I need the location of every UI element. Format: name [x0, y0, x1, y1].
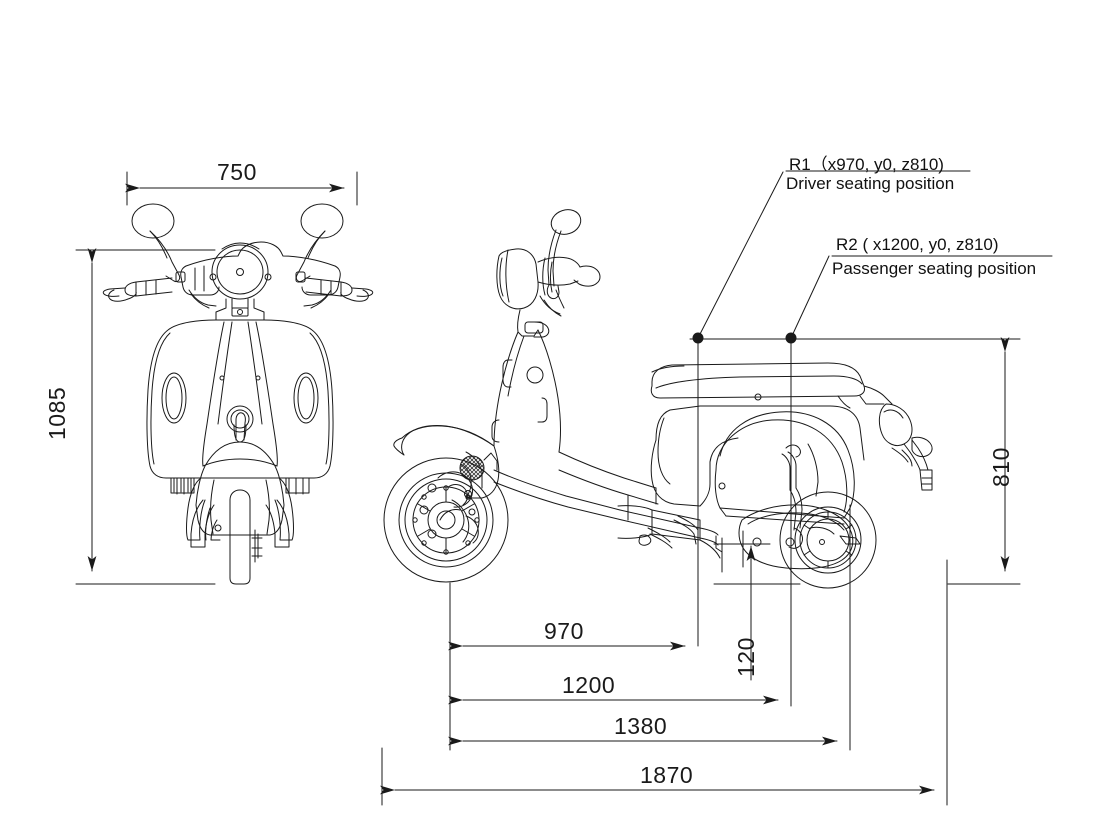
- dimension-label-1380: 1380: [614, 713, 668, 739]
- r2-description-label: Passenger seating position: [832, 259, 1037, 278]
- dimension-label-120: 120: [733, 637, 759, 677]
- r2-reference-point: [785, 332, 797, 344]
- leader-r2: [790, 255, 830, 339]
- side-view-geometry: [383, 209, 933, 589]
- r1-description-label: Driver seating position: [786, 174, 955, 193]
- leader-r1: [697, 171, 784, 339]
- dimension-label-750: 750: [217, 159, 257, 185]
- front-view-geometry: [102, 203, 374, 585]
- dimension-label-810: 810: [988, 447, 1014, 487]
- r1-reference-point: [692, 332, 704, 344]
- reference-points: [692, 332, 797, 344]
- r2-code-label: R2 ( x1200, y0, z810): [836, 235, 999, 254]
- dimension-lines: [75, 170, 1053, 806]
- dimension-label-1200: 1200: [562, 672, 616, 698]
- dimension-label-1085: 1085: [44, 386, 70, 440]
- dimension-label-970: 970: [544, 618, 584, 644]
- r1-code-label: R1（x970, y0, z810): [789, 155, 944, 174]
- dimension-label-1870: 1870: [640, 762, 694, 788]
